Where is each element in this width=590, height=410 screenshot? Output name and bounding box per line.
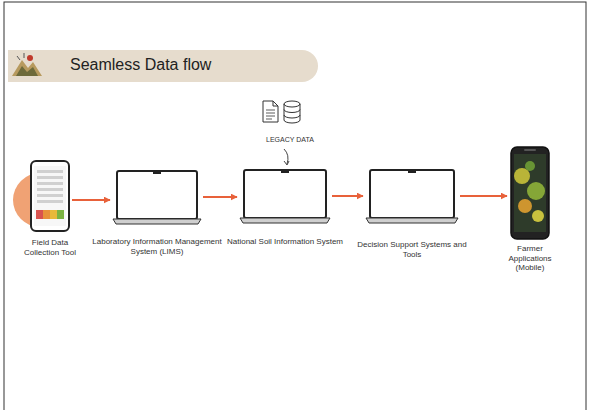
laptop-icon [366,170,458,226]
node-caption: Decision Support Systems and Tools [357,240,467,259]
slide-title: Seamless Data flow [70,56,211,74]
flow-arrow [332,195,363,197]
legacy-data-icons [263,101,300,123]
title-icon [12,53,42,76]
laptop-node: Laboratory Information Management System… [113,171,201,227]
flow-arrow [460,195,507,197]
title-band [8,50,318,82]
phone-icon [30,160,70,232]
laptop-node: National Soil Information System [240,170,330,226]
slide-border [4,2,586,410]
flow-arrow [72,199,110,201]
node-caption: National Soil Information System [225,237,345,247]
laptop-node: Decision Support Systems and Tools [366,170,458,226]
phone-node: Farmer Applications (Mobile) [510,146,550,240]
phone-icon [510,146,550,240]
phone-node: Field Data Collection Tool [30,160,70,232]
node-caption: Field Data Collection Tool [20,238,80,257]
data-source-label: LEGACY DATA [266,136,314,143]
laptop-icon [240,170,330,226]
node-caption: Laboratory Information Management System… [87,237,227,256]
flow-arrow [203,196,237,198]
laptop-icon [113,171,201,227]
legacy-data-arrow [284,149,289,165]
node-caption: Farmer Applications (Mobile) [495,244,565,273]
